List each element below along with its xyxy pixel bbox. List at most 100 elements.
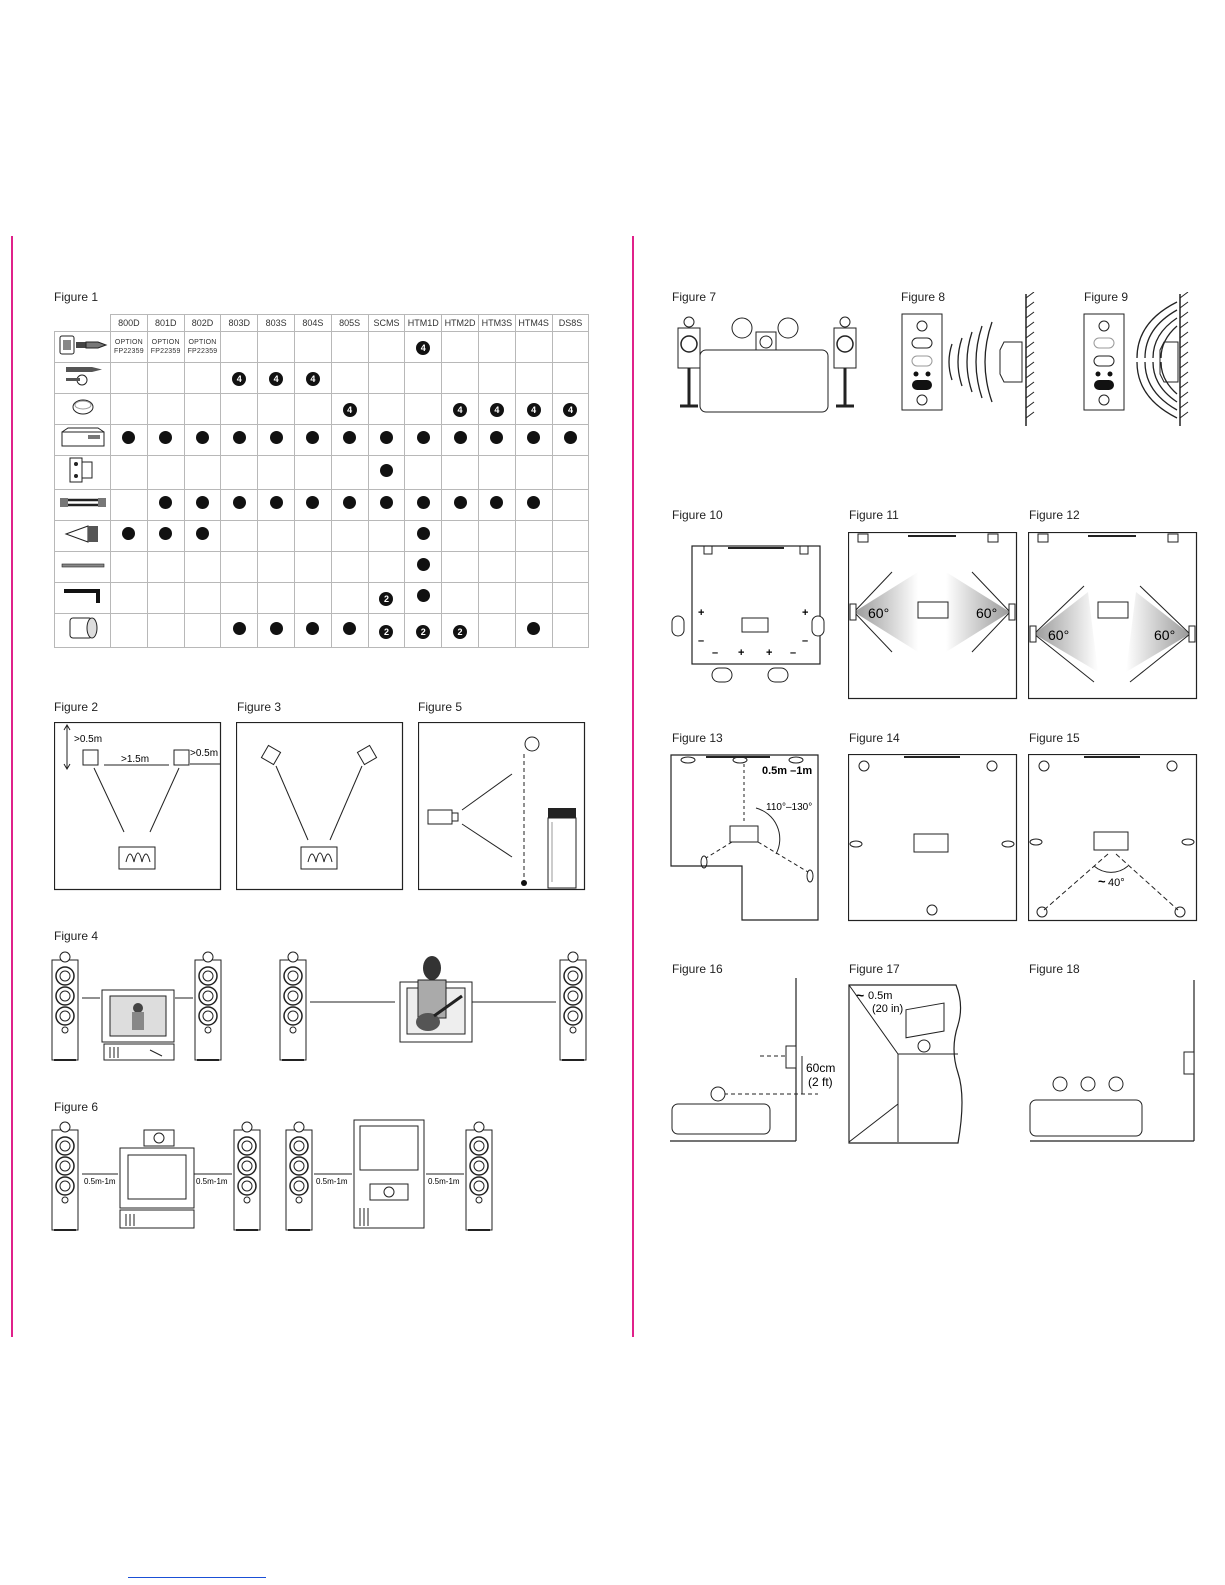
table-cell: [183, 393, 222, 425]
table-cell: 4: [477, 393, 516, 425]
table-cell: [220, 551, 259, 583]
table-cell: [367, 489, 406, 521]
column-header: 804S: [293, 314, 332, 332]
table-cell: [220, 489, 259, 521]
corner-cell: [54, 314, 111, 332]
table-cell: [551, 551, 590, 583]
table-cell: [146, 582, 185, 614]
table-cell: [514, 551, 553, 583]
table-cell: [551, 331, 590, 363]
included-dot: [232, 496, 246, 509]
column-header: 803S: [257, 314, 295, 332]
quantity-badge: 4: [232, 372, 247, 386]
quantity-badge: 4: [526, 403, 541, 417]
figure-6-label: Figure 6: [54, 1100, 99, 1114]
rod-icon: [54, 551, 111, 583]
figure-15-diagram: ~ 40°: [1028, 754, 1198, 922]
footer-link-underline[interactable]: [128, 1577, 266, 1578]
figure-10-label: Figure 10: [672, 508, 723, 522]
table-cell: [330, 520, 369, 552]
table-cell: [220, 582, 259, 614]
table-cell: [220, 613, 259, 648]
center-margin-line: [632, 236, 634, 1337]
included-dot: [269, 621, 283, 635]
fig11-angle-right: 60°: [976, 605, 997, 621]
figure-15-label: Figure 15: [1029, 731, 1080, 745]
table-cell: [183, 520, 222, 552]
fig12-angle-left: 60°: [1048, 627, 1069, 643]
fig11-angle-left: 60°: [868, 605, 889, 621]
table-cell: [551, 455, 590, 490]
figure-7-diagram: [677, 316, 857, 413]
table-cell: [330, 551, 369, 583]
table-cell: [293, 582, 332, 614]
table-cell: [110, 582, 148, 614]
table-cell: [293, 613, 332, 648]
table-cell: [404, 362, 443, 394]
table-cell: [257, 331, 295, 363]
wall-bracket-icon: [54, 455, 111, 490]
table-cell: 2: [441, 613, 479, 648]
table-cell: [293, 331, 332, 363]
included-dot: [343, 431, 357, 444]
included-dot: [232, 431, 246, 444]
table-row: [54, 520, 590, 552]
figure-2-label: Figure 2: [54, 700, 99, 714]
included-dot: [195, 431, 209, 444]
table-cell: [477, 551, 516, 583]
table-cell: 2: [367, 582, 406, 614]
included-dot: [159, 496, 173, 509]
table-cell: [220, 520, 259, 552]
svg-text:–: –: [712, 647, 718, 659]
svg-text:+: +: [802, 607, 808, 619]
table-row: [54, 455, 590, 490]
dist-top-text: >0.5m: [74, 734, 102, 745]
table-cell: [404, 393, 443, 425]
option-line-1: OPTION: [188, 339, 217, 346]
included-dot: [527, 431, 541, 444]
figure-12-diagram: 60° 60°: [1028, 532, 1198, 700]
figure-18-diagram: [1029, 980, 1195, 1142]
table-row: [54, 424, 590, 456]
column-header: 803D: [220, 314, 259, 332]
svg-text:+: +: [698, 607, 704, 619]
table-cell: [330, 455, 369, 490]
included-dot: [122, 431, 136, 444]
table-cell: [146, 393, 185, 425]
table-row: [54, 489, 590, 521]
figure-17-label: Figure 17: [849, 962, 900, 976]
table-cell: 2: [404, 613, 443, 648]
table-cell: [110, 393, 148, 425]
figure-16-diagram: 60cm (2 ft): [670, 978, 835, 1142]
table-cell: [293, 520, 332, 552]
included-dot: [195, 527, 209, 540]
quantity-badge: 4: [489, 403, 504, 417]
column-header: 800D: [110, 314, 148, 332]
table-cell: [477, 520, 516, 552]
included-dot: [269, 431, 283, 444]
hex-key-icon: [54, 582, 111, 614]
quantity-badge: 2: [416, 624, 431, 639]
figure-4-diagram: [51, 951, 587, 1061]
table-cell: [514, 455, 553, 490]
table-cell: [441, 489, 479, 521]
svg-text:–: –: [790, 647, 796, 659]
table-cell: [220, 393, 259, 425]
included-dot: [490, 431, 504, 444]
table-cell: [367, 520, 406, 552]
table-cell: 2: [367, 613, 406, 648]
included-dot: [416, 496, 430, 509]
table-cell: [330, 582, 369, 614]
table-cell: [220, 331, 259, 363]
fig6-dist-2: 0.5m-1m: [196, 1177, 228, 1186]
quantity-badge: 2: [453, 624, 468, 639]
spike-kit-icon: [54, 331, 111, 363]
table-cell: [367, 424, 406, 456]
included-dot: [563, 431, 577, 444]
table-cell: [441, 455, 479, 490]
quantity-badge: 2: [379, 624, 394, 639]
figure-16-label: Figure 16: [672, 962, 723, 976]
